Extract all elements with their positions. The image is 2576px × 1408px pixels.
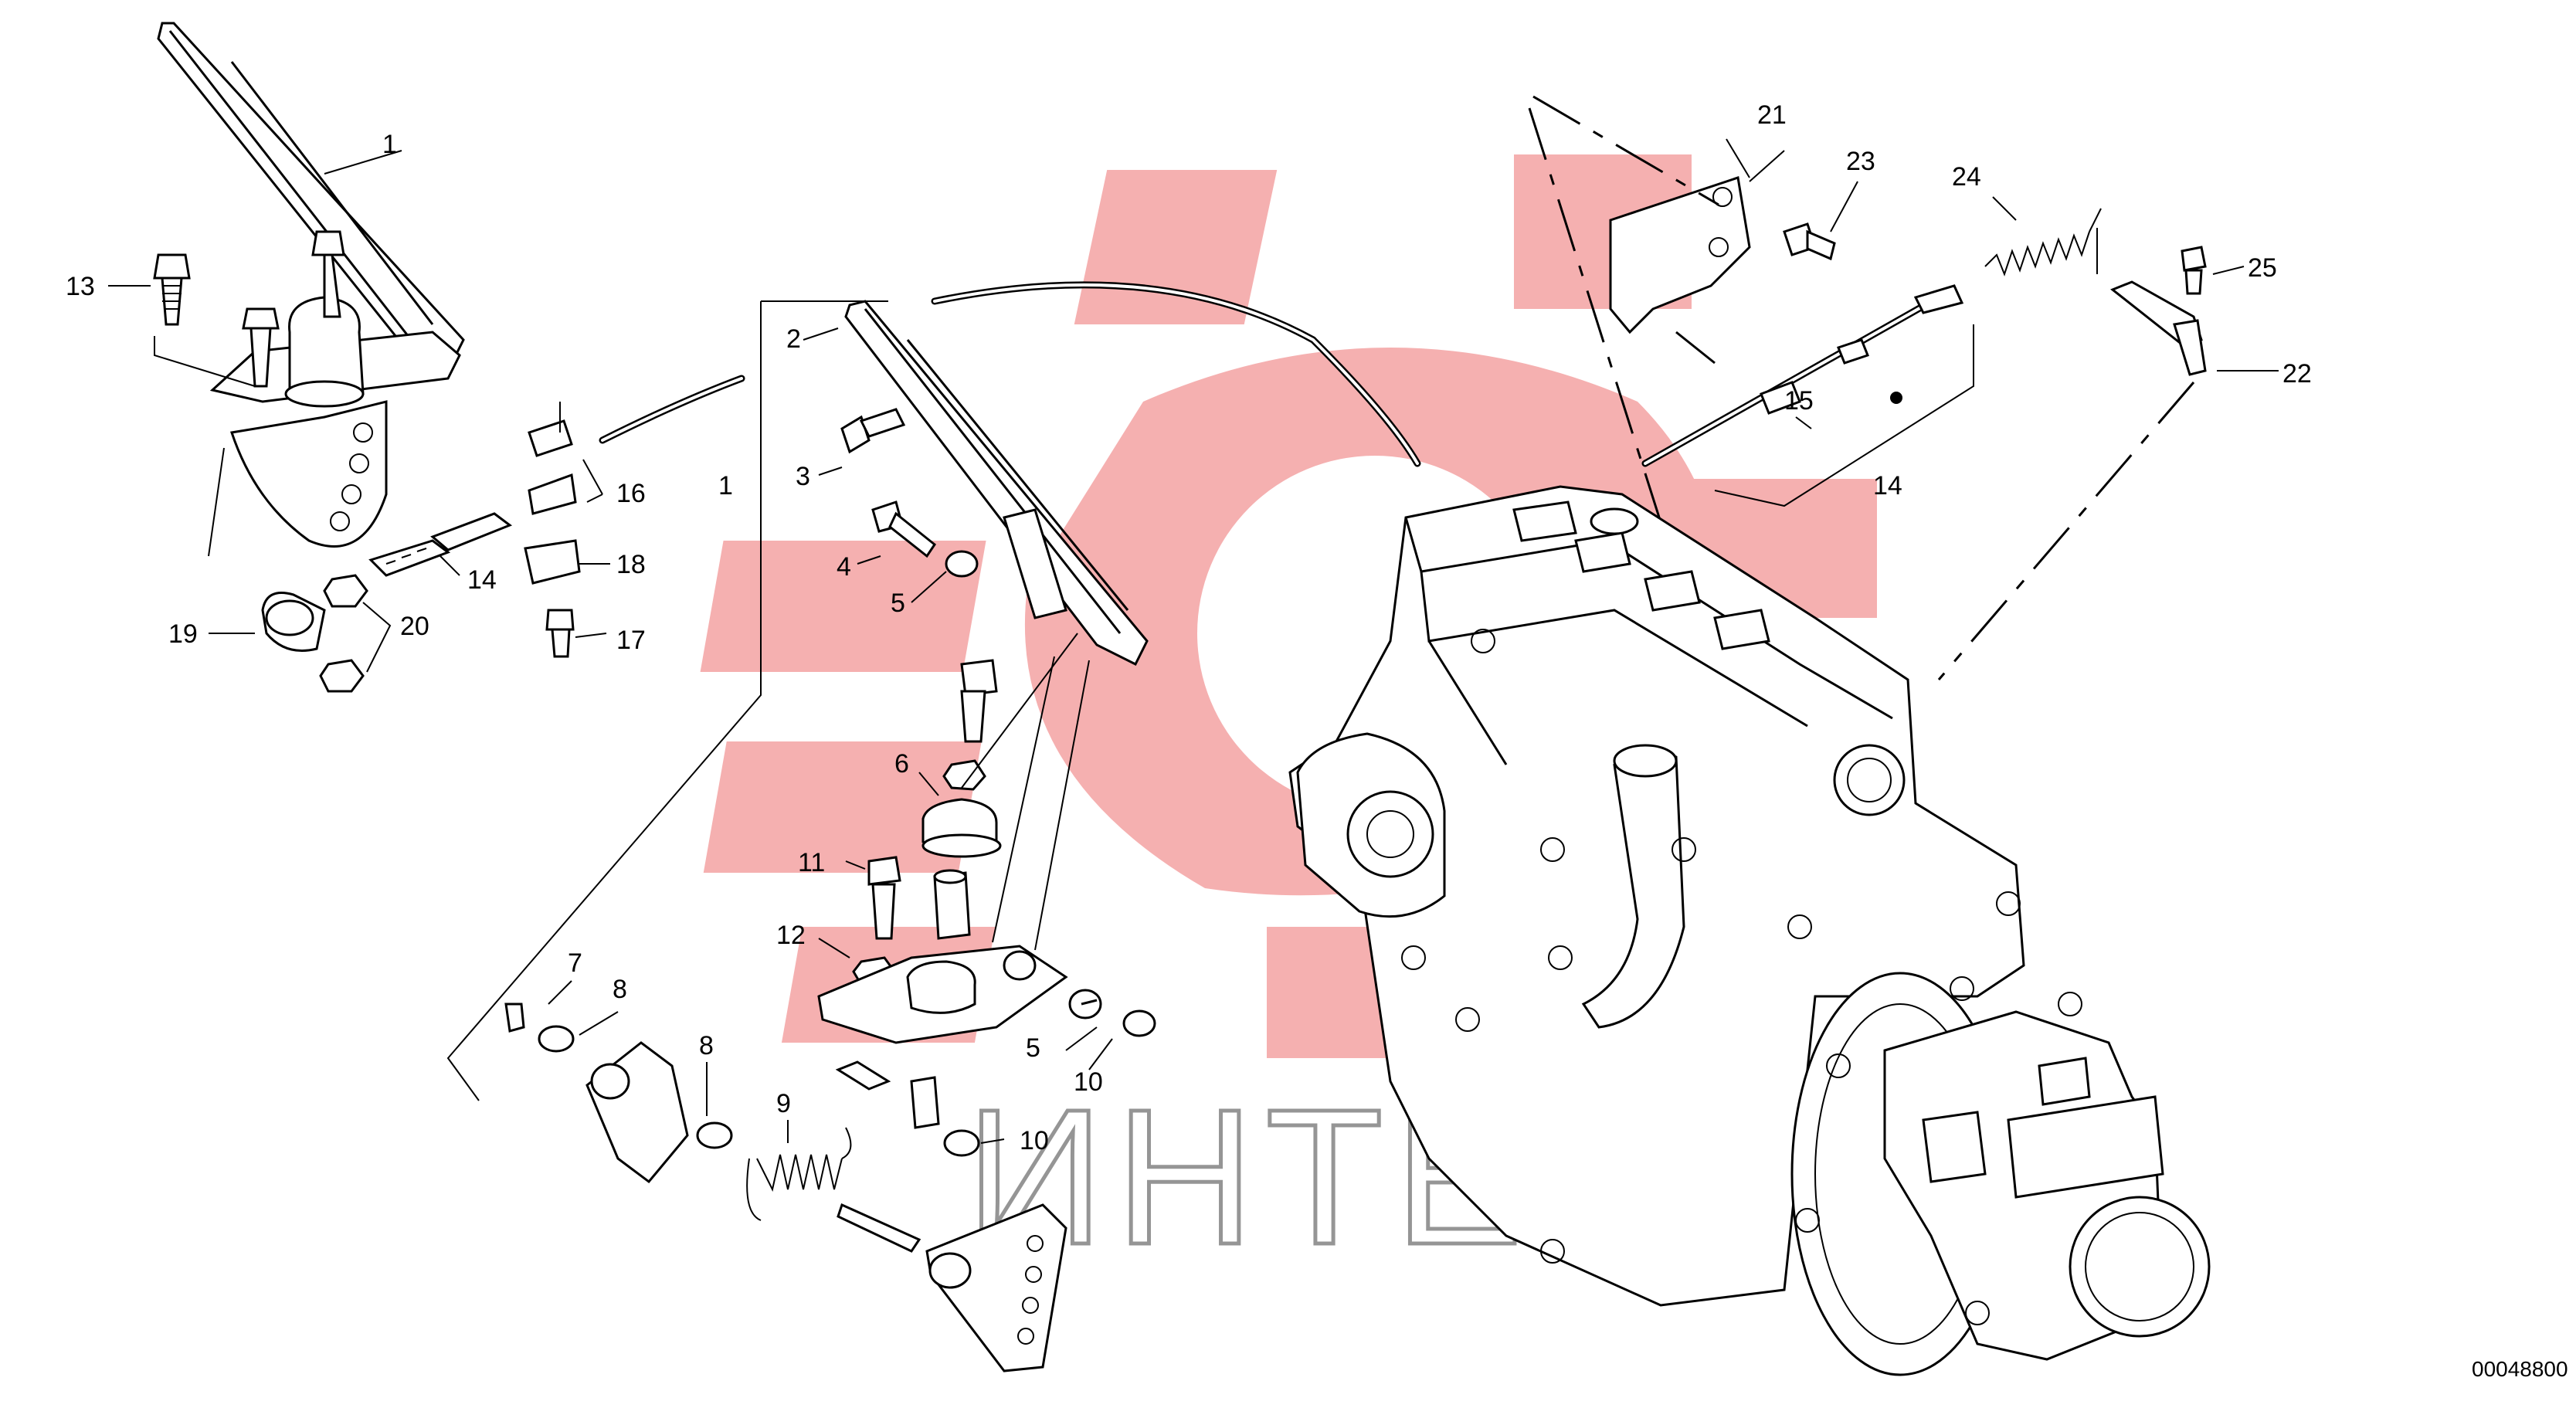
- callout-1-center: 1: [718, 471, 733, 500]
- engine-block: [1288, 485, 2211, 1376]
- pedal-assembly-center: [803, 300, 1156, 1157]
- callout-25: 25: [2248, 253, 2277, 283]
- callout-5-lower: 5: [1026, 1033, 1040, 1063]
- callout-19: 19: [168, 619, 198, 649]
- callout-1: 1: [382, 130, 397, 159]
- callout-5: 5: [891, 589, 905, 618]
- callout-14: 14: [467, 565, 497, 595]
- callout-20: 20: [400, 612, 429, 641]
- callout-11: 11: [798, 848, 825, 877]
- callout-3: 3: [796, 462, 810, 491]
- callout-2: 2: [786, 324, 801, 354]
- callout-10: 10: [1074, 1067, 1103, 1097]
- callout-16: 16: [616, 479, 646, 508]
- lower-linkage: [504, 980, 1067, 1372]
- callout-4: 4: [837, 552, 851, 582]
- callout-21: 21: [1757, 100, 1787, 130]
- callout-17: 17: [616, 626, 646, 655]
- pedal-assembly-left: [108, 22, 465, 557]
- callout-8-lower: 8: [699, 1031, 714, 1060]
- callout-10-lower: 10: [1020, 1126, 1049, 1155]
- drawing-number: 00048800: [2472, 1357, 2568, 1381]
- callout-22: 22: [2282, 359, 2312, 388]
- group-bracket-1: [446, 300, 888, 1101]
- callout-13: 13: [66, 272, 95, 301]
- callout-18: 18: [616, 550, 646, 579]
- callout-15: 15: [1784, 386, 1814, 416]
- callout-8: 8: [613, 975, 627, 1004]
- callout-24: 24: [1952, 162, 1981, 192]
- callout-14-right: 14: [1873, 471, 1902, 500]
- callout-12: 12: [776, 921, 806, 950]
- callout-labels: 1 13 16 14 18 19 20 17 2 1 3 4 5 6 11 12…: [66, 100, 2312, 1155]
- throttle-cable: [599, 281, 1421, 467]
- callout-23: 23: [1846, 147, 1875, 176]
- callout-7: 7: [568, 948, 582, 978]
- callout-6: 6: [894, 749, 909, 779]
- callout-9: 9: [776, 1089, 791, 1118]
- cable-end-left: [209, 402, 610, 693]
